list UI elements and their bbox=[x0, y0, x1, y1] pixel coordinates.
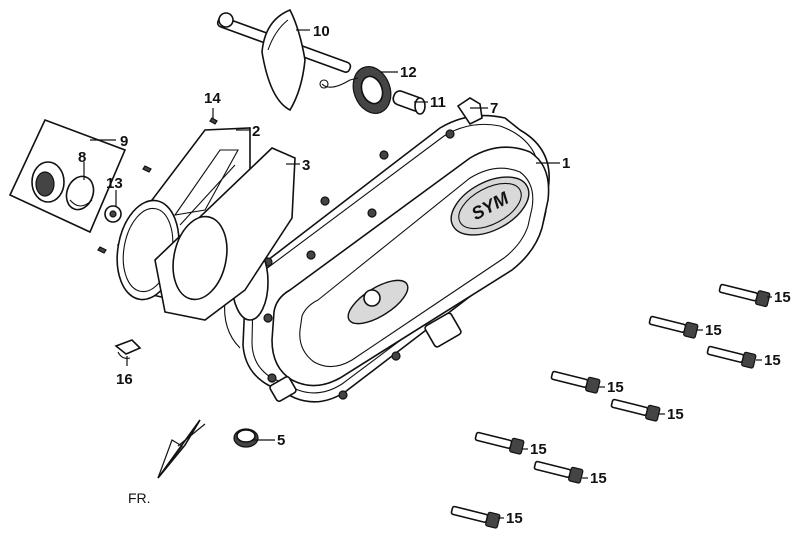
kick-spring bbox=[319, 66, 392, 114]
cover-plate bbox=[154, 147, 296, 321]
callout-15: 15 bbox=[705, 322, 722, 339]
callout-15: 15 bbox=[590, 470, 607, 487]
callout-9: 9 bbox=[120, 133, 128, 150]
callout-15: 15 bbox=[764, 352, 781, 369]
callout-2: 2 bbox=[252, 123, 260, 140]
dowel-pin bbox=[456, 97, 483, 126]
callout-15: 15 bbox=[667, 406, 684, 423]
callout-14: 14 bbox=[204, 90, 221, 107]
callout-8: 8 bbox=[78, 149, 86, 166]
callout-15: 15 bbox=[530, 441, 547, 458]
callout-15: 15 bbox=[774, 289, 791, 306]
bolts bbox=[450, 283, 771, 529]
callout-5: 5 bbox=[277, 432, 285, 449]
callout-7: 7 bbox=[490, 100, 498, 117]
crankcase-cover: SYM bbox=[224, 114, 550, 403]
callout-11: 11 bbox=[430, 94, 446, 111]
o-ring bbox=[233, 428, 259, 448]
callout-12: 12 bbox=[400, 64, 417, 81]
callout-1: 1 bbox=[562, 155, 570, 172]
callout-16: 16 bbox=[116, 371, 133, 388]
filter-bracket bbox=[8, 118, 127, 234]
callout-15: 15 bbox=[607, 379, 624, 396]
callout-10: 10 bbox=[313, 23, 330, 40]
leader-lines bbox=[83, 29, 772, 519]
front-direction-label: FR. bbox=[128, 490, 151, 506]
callout-13: 13 bbox=[106, 175, 123, 192]
front-direction-arrow bbox=[157, 419, 206, 479]
clip-part bbox=[114, 339, 142, 359]
callouts: 1 2 3 5 7 8 9 10 11 12 13 14 16 15 15 15… bbox=[78, 23, 791, 527]
callout-3: 3 bbox=[302, 157, 310, 174]
callout-15: 15 bbox=[506, 510, 523, 527]
small-screws bbox=[97, 117, 218, 254]
kick-shaft bbox=[216, 8, 352, 112]
